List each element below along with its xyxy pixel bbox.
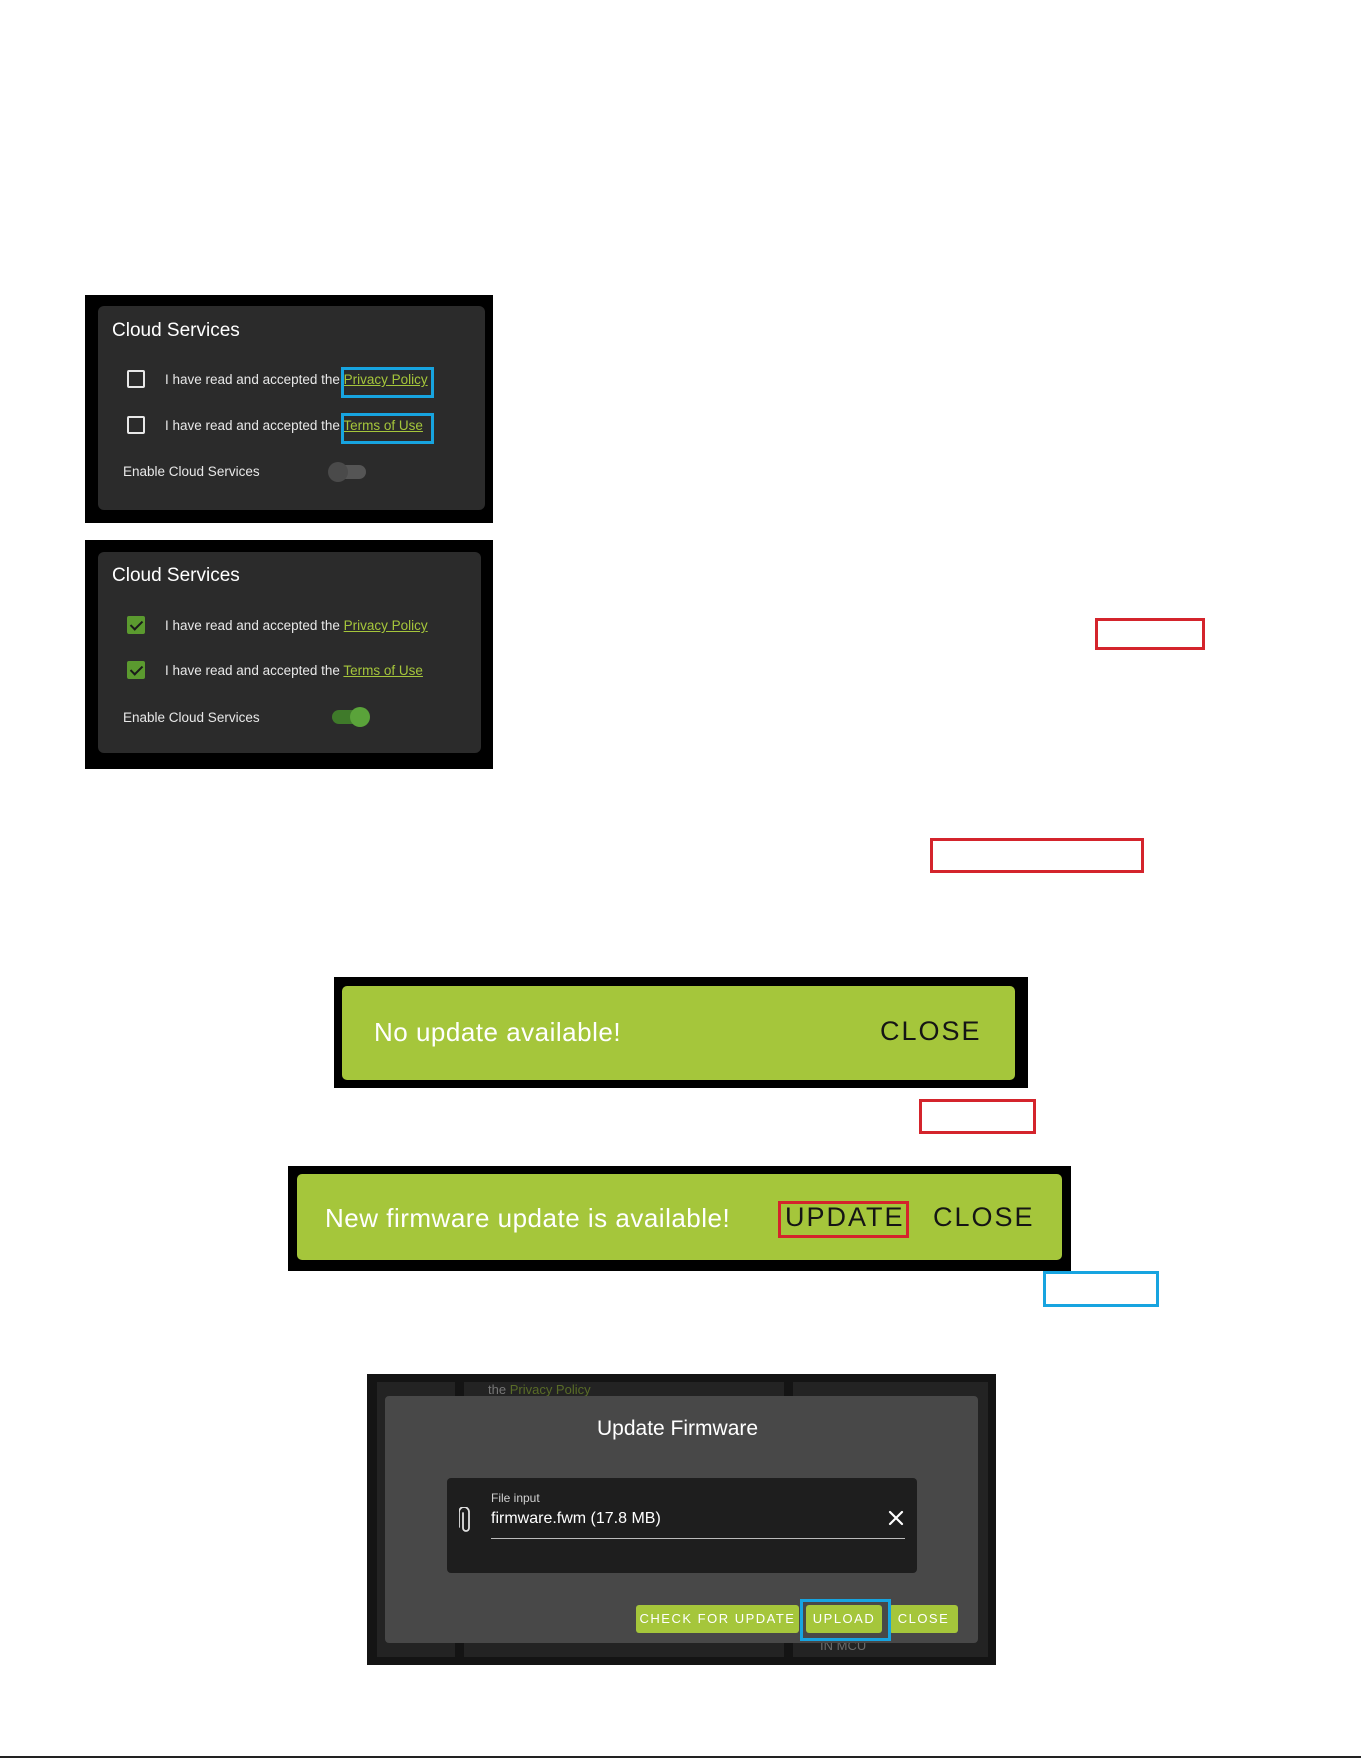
cloud-services-card: Cloud Services I have read and accepted … (98, 552, 481, 753)
enable-cloud-services-label: Enable Cloud Services (123, 464, 260, 479)
page-divider (0, 1756, 1361, 1758)
upload-button-highlight (800, 1599, 891, 1641)
background-privacy-text: the Privacy Policy (488, 1382, 591, 1397)
cloud-services-panel-after: Cloud Services I have read and accepted … (85, 540, 493, 769)
panel-title: Cloud Services (112, 320, 240, 341)
privacy-policy-checkbox[interactable] (127, 616, 145, 634)
clear-icon[interactable] (888, 1510, 904, 1526)
terms-of-use-link[interactable]: Terms of Use (343, 418, 423, 433)
update-button-highlight (778, 1201, 909, 1238)
snackbar-body: No update available! CLOSE (342, 986, 1015, 1080)
terms-of-use-highlight (341, 413, 434, 444)
close-button[interactable]: CLOSE (880, 1016, 982, 1046)
file-input-field[interactable]: File input firmware.fwm (17.8 MB) (447, 1478, 917, 1573)
enable-cloud-services-label: Enable Cloud Services (123, 710, 260, 725)
no-update-snackbar: No update available! CLOSE (334, 977, 1028, 1088)
file-input-underline (491, 1538, 905, 1539)
cloud-services-card: Cloud Services I have read and accepted … (98, 306, 485, 510)
snackbar-message: No update available! (374, 1017, 622, 1047)
highlight-box (930, 838, 1144, 873)
close-button[interactable]: CLOSE (933, 1202, 1035, 1232)
close-button[interactable]: CLOSE (889, 1605, 958, 1633)
highlight-box (1095, 618, 1205, 650)
terms-of-use-link[interactable]: Terms of Use (343, 663, 423, 678)
privacy-policy-checkbox[interactable] (127, 370, 145, 388)
terms-of-use-row: I have read and accepted the Terms of Us… (165, 418, 423, 433)
highlight-box (919, 1099, 1036, 1134)
toggle-knob (350, 707, 370, 727)
cloud-services-panel-before: Cloud Services I have read and accepted … (85, 295, 493, 523)
update-button[interactable]: UPDATE (785, 1202, 905, 1232)
file-input-value: firmware.fwm (17.8 MB) (491, 1510, 661, 1527)
privacy-policy-row: I have read and accepted the Privacy Pol… (165, 372, 428, 387)
privacy-policy-prefix: I have read and accepted the (165, 618, 340, 633)
update-firmware-screenshot: the Privacy Policy IN MCU Update Firmwar… (367, 1374, 996, 1665)
privacy-policy-link[interactable]: Privacy Policy (343, 372, 428, 387)
toggle-knob (328, 462, 348, 482)
panel-title: Cloud Services (112, 565, 240, 586)
terms-of-use-row: I have read and accepted the Terms of Us… (165, 663, 423, 678)
privacy-policy-highlight (341, 367, 434, 398)
privacy-policy-prefix: I have read and accepted the (165, 372, 340, 387)
terms-of-use-checkbox[interactable] (127, 661, 145, 679)
upload-button[interactable]: UPLOAD (806, 1605, 882, 1633)
terms-of-use-checkbox[interactable] (127, 416, 145, 434)
terms-of-use-prefix: I have read and accepted the (165, 418, 340, 433)
privacy-policy-row: I have read and accepted the Privacy Pol… (165, 618, 428, 633)
terms-of-use-prefix: I have read and accepted the (165, 663, 340, 678)
new-update-snackbar: New firmware update is available! UPDATE… (288, 1166, 1071, 1271)
file-input-label: File input (491, 1491, 540, 1505)
dialog-title: Update Firmware (597, 1417, 759, 1440)
paperclip-icon (458, 1506, 473, 1535)
highlight-box (1043, 1271, 1159, 1307)
snackbar-body: New firmware update is available! UPDATE… (297, 1174, 1062, 1260)
privacy-policy-link[interactable]: Privacy Policy (343, 618, 428, 633)
check-for-update-button[interactable]: CHECK FOR UPDATE (636, 1605, 799, 1633)
snackbar-message: New firmware update is available! (325, 1203, 731, 1233)
